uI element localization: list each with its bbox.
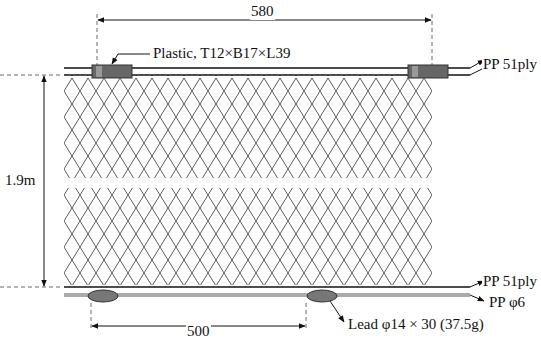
dimension-label: 500 — [186, 323, 211, 340]
dimension-label: 1.9m — [4, 172, 36, 189]
rope-label: PP φ6 — [488, 294, 526, 311]
sinker-label: Lead φ14 × 30 (37.5g) — [347, 316, 485, 333]
float-label: Plastic, T12×B17×L39 — [152, 45, 291, 62]
dimension-label: 580 — [250, 3, 275, 20]
rope-label: PP 51ply — [482, 273, 538, 290]
rope-label: PP 51ply — [482, 56, 538, 73]
